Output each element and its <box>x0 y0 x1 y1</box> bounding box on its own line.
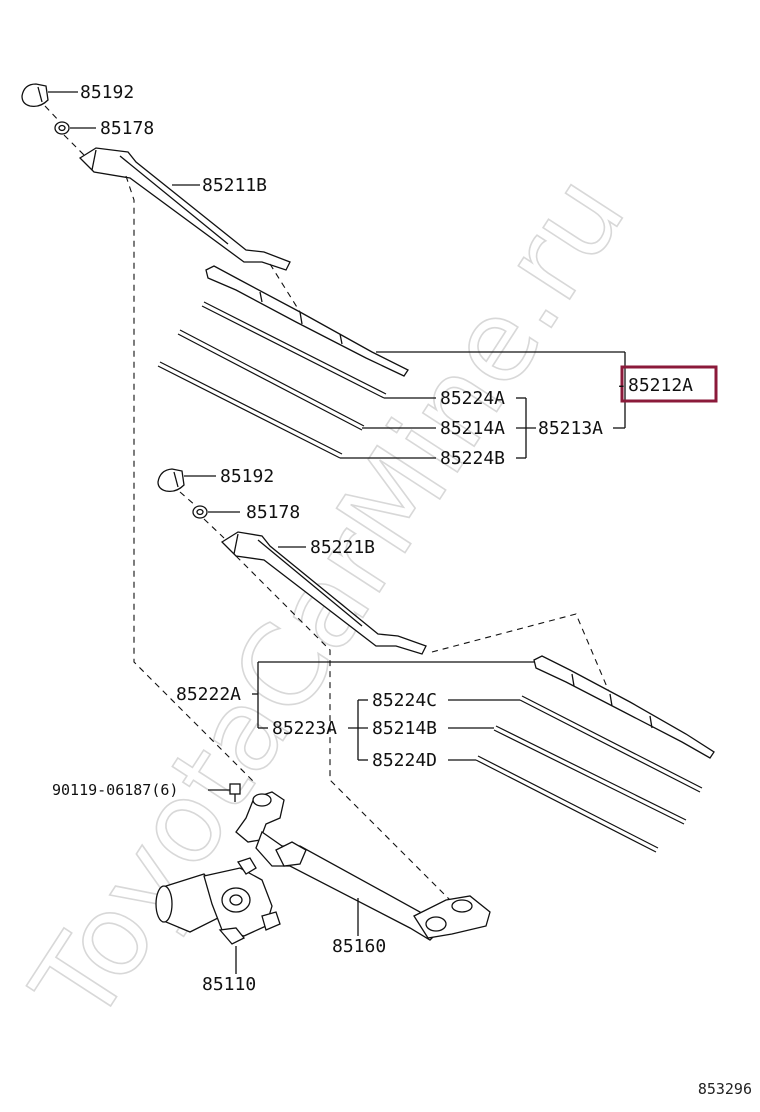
label-85222a[interactable]: 85222A <box>176 684 241 705</box>
cap-85192-top <box>21 83 49 108</box>
label-90119[interactable]: 90119-06187(6) <box>52 781 178 799</box>
rubber-85224c <box>519 695 703 793</box>
label-85224b[interactable]: 85224B <box>440 448 505 469</box>
wiper-arm-85221b <box>220 531 427 655</box>
refill-85214b <box>493 725 687 825</box>
label-dash: - <box>616 375 627 396</box>
label-85160[interactable]: 85160 <box>332 936 386 957</box>
nut-85178-top <box>54 121 70 135</box>
label-85224a[interactable]: 85224A <box>440 388 505 409</box>
label-85223a[interactable]: 85223A <box>272 718 337 739</box>
wiper-blade-upper <box>205 265 409 377</box>
label-85192-top[interactable]: 85192 <box>80 82 134 103</box>
nut-85178-mid <box>192 505 208 519</box>
wiper-blade-lower <box>533 655 715 759</box>
label-85211b[interactable]: 85211B <box>202 175 267 196</box>
wiper-motor-85110 <box>155 857 281 945</box>
refill-85214a <box>177 329 365 431</box>
rubber-85224a <box>201 301 387 399</box>
figure-number: 853296 <box>698 1080 752 1098</box>
highlight-box <box>620 365 718 403</box>
label-85224d[interactable]: 85224D <box>372 750 437 771</box>
label-85214b[interactable]: 85214B <box>372 718 437 739</box>
highlight-85212a[interactable]: 85212A <box>620 365 718 403</box>
label-85224c[interactable]: 85224C <box>372 690 437 711</box>
cap-85192-mid <box>157 468 185 493</box>
label-85178-top[interactable]: 85178 <box>100 118 154 139</box>
label-85214a[interactable]: 85214A <box>440 418 505 439</box>
label-85192-mid[interactable]: 85192 <box>220 466 274 487</box>
bolt-90119 <box>229 783 241 802</box>
label-85213a[interactable]: 85213A <box>538 418 603 439</box>
rubber-85224b <box>157 361 343 459</box>
label-85110[interactable]: 85110 <box>202 974 256 995</box>
label-85221b[interactable]: 85221B <box>310 537 375 558</box>
wiper-link-85160 <box>235 791 491 941</box>
label-85212a[interactable]: 85212A <box>628 375 693 396</box>
label-85178-mid[interactable]: 85178 <box>246 502 300 523</box>
rubber-85224d <box>475 755 659 853</box>
wiper-arm-85211b <box>78 147 291 271</box>
